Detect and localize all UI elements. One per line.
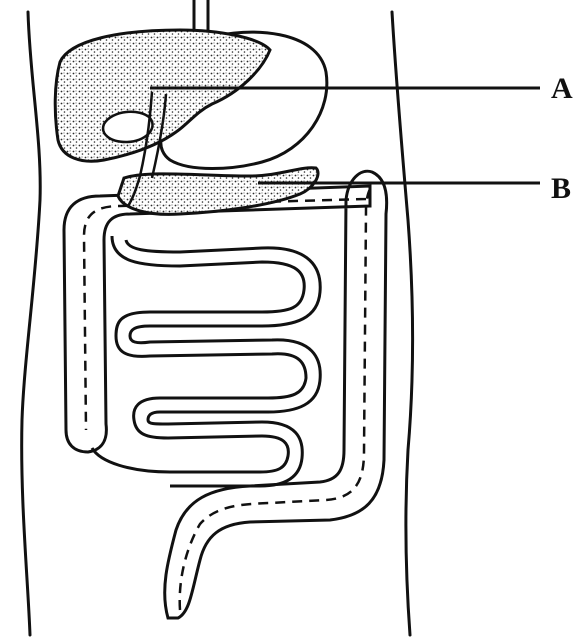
small-intestine-outer: [92, 236, 306, 472]
small-intestine: [92, 236, 320, 486]
gall-bladder: [103, 112, 152, 142]
label-a: A: [551, 74, 573, 104]
label-b: B: [551, 174, 571, 204]
torso-left-edge: [22, 12, 41, 635]
torso-right-edge: [392, 12, 413, 635]
small-intestine-inner: [126, 240, 320, 486]
